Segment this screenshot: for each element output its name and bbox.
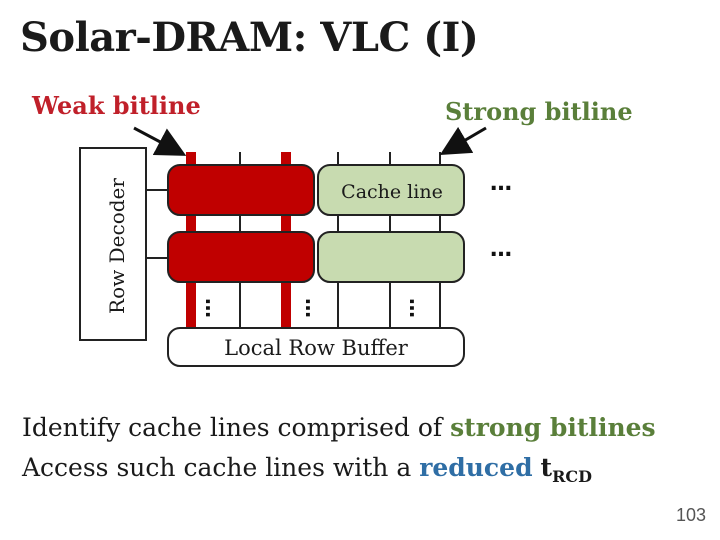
trcd-subscript: RCD <box>552 467 592 486</box>
local-row-buffer <box>167 327 465 367</box>
weak-bitline-arrow <box>133 126 187 156</box>
row-decoder-box <box>79 147 147 341</box>
row2-ellipsis: … <box>490 237 512 262</box>
weak-cache-line-row2 <box>167 231 315 283</box>
bullet-2: Access such cache lines with a reduced t… <box>22 448 656 497</box>
strong-bitline-label: Strong bitline <box>445 97 633 126</box>
page-title: Solar-DRAM: VLC (I) <box>20 14 479 61</box>
bullet-1-text: Identify cache lines comprised of <box>22 413 451 442</box>
weak-bitline-label: Weak bitline <box>32 91 201 120</box>
local-row-buffer-label: Local Row Buffer <box>224 336 409 360</box>
reduced-highlight: reduced <box>419 453 533 482</box>
bullet-2-text: Access such cache lines with a <box>22 453 420 482</box>
strong-bitline-arrow <box>439 126 487 156</box>
page-number: 103 <box>675 505 706 525</box>
strong-bitlines-highlight: strong bitlines <box>450 413 656 442</box>
strong-cache-line-row1 <box>317 164 465 216</box>
cache-line-label: Cache line <box>341 181 443 203</box>
weak-cache-line-row1 <box>167 164 315 216</box>
trcd-t: t <box>540 453 553 482</box>
bullet-list: Identify cache lines comprised of strong… <box>22 408 656 497</box>
row1-ellipsis: … <box>490 171 512 196</box>
vertical-ellipsis-3: … <box>405 298 429 318</box>
vertical-ellipsis-1: … <box>201 298 225 318</box>
vertical-ellipsis-2: … <box>301 298 325 318</box>
bullet-1: Identify cache lines comprised of strong… <box>22 408 656 448</box>
strong-cache-line-row2 <box>317 231 465 283</box>
row-decoder-label: Row Decoder <box>105 178 129 314</box>
